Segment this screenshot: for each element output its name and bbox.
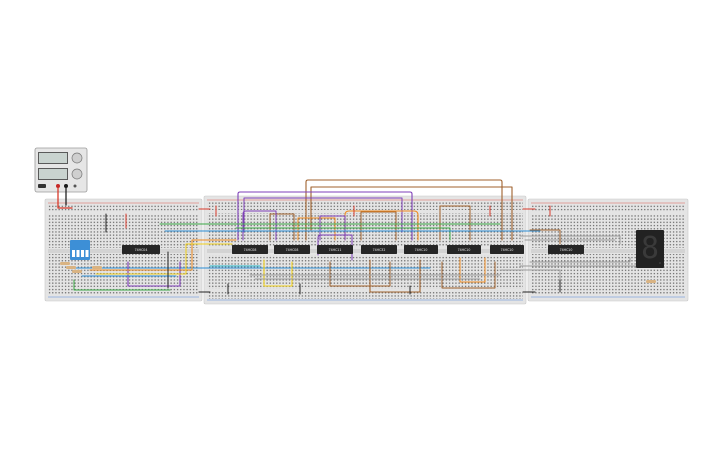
wire-purple (243, 197, 403, 233)
ic-chips[interactable]: 74HC04 74HC08 74HC08 74HC11 74HC32 74HC1… (122, 245, 584, 254)
ic-chip-label: 74HC11 (329, 248, 342, 252)
wire-green (73, 279, 171, 291)
wire-purple (317, 234, 353, 261)
wire-brown (360, 211, 397, 241)
wire-green (235, 227, 451, 241)
breadboard-right[interactable] (527, 198, 689, 302)
dip-switch-toggle[interactable] (76, 250, 80, 257)
wire-brown (305, 179, 503, 241)
wire-gray (519, 235, 621, 245)
resistor[interactable] (92, 266, 102, 269)
resistor[interactable] (66, 266, 76, 269)
ic-chip-label: 74HC08 (286, 248, 299, 252)
ic-chip[interactable] (548, 245, 584, 254)
resistor[interactable] (646, 280, 656, 283)
ic-chip[interactable] (404, 245, 438, 254)
wire-brown (329, 261, 391, 287)
ic-chip-label: 74HC10 (501, 248, 514, 252)
wire-yellow (263, 259, 293, 287)
dip-switch-toggle[interactable] (72, 250, 75, 257)
ic-chip[interactable] (274, 245, 310, 254)
wire-orange (459, 257, 486, 283)
wire-brown (529, 229, 561, 245)
ic-chip[interactable] (317, 245, 353, 254)
psu-positive-terminal[interactable] (56, 184, 60, 188)
power-supply[interactable] (34, 147, 88, 193)
ic-chip-label: 74HC10 (415, 248, 428, 252)
resistor[interactable] (72, 270, 82, 273)
ic-chip-label: 74HC10 (560, 248, 573, 252)
ic-chip[interactable] (490, 245, 524, 254)
psu-negative-terminal[interactable] (64, 184, 68, 188)
wire-brown (269, 213, 295, 241)
ic-chip[interactable] (232, 245, 268, 254)
wire-orange (297, 217, 336, 241)
wire-red (57, 187, 73, 209)
ic-chip[interactable] (361, 245, 397, 254)
resistor[interactable] (60, 262, 70, 265)
ic-chip[interactable] (447, 245, 481, 254)
wire-brown (439, 205, 471, 241)
dip-switch-toggle[interactable] (81, 250, 84, 257)
wire-brown (310, 186, 513, 241)
ic-chip[interactable] (122, 245, 160, 254)
wires (57, 179, 637, 295)
ic-chip-label: 74HC08 (244, 248, 257, 252)
wire-purple (242, 210, 277, 241)
wire-brown (369, 259, 421, 293)
wire-purple (237, 191, 413, 241)
ic-chip-label: 74HC04 (135, 248, 148, 252)
seven-segment-digit: 8 (641, 231, 659, 266)
dip-switch-toggle[interactable] (85, 250, 89, 257)
wire-orange (344, 210, 419, 241)
wire-yellow (95, 243, 233, 275)
ic-chip-label: 74HC32 (373, 248, 386, 252)
ic-chip-label: 74HC10 (458, 248, 471, 252)
seven-segment-display[interactable]: 8 (636, 230, 664, 268)
dip-switch[interactable] (70, 240, 90, 260)
wire-gray (529, 257, 631, 263)
wire-orange (89, 239, 237, 271)
resistors[interactable] (60, 262, 656, 283)
